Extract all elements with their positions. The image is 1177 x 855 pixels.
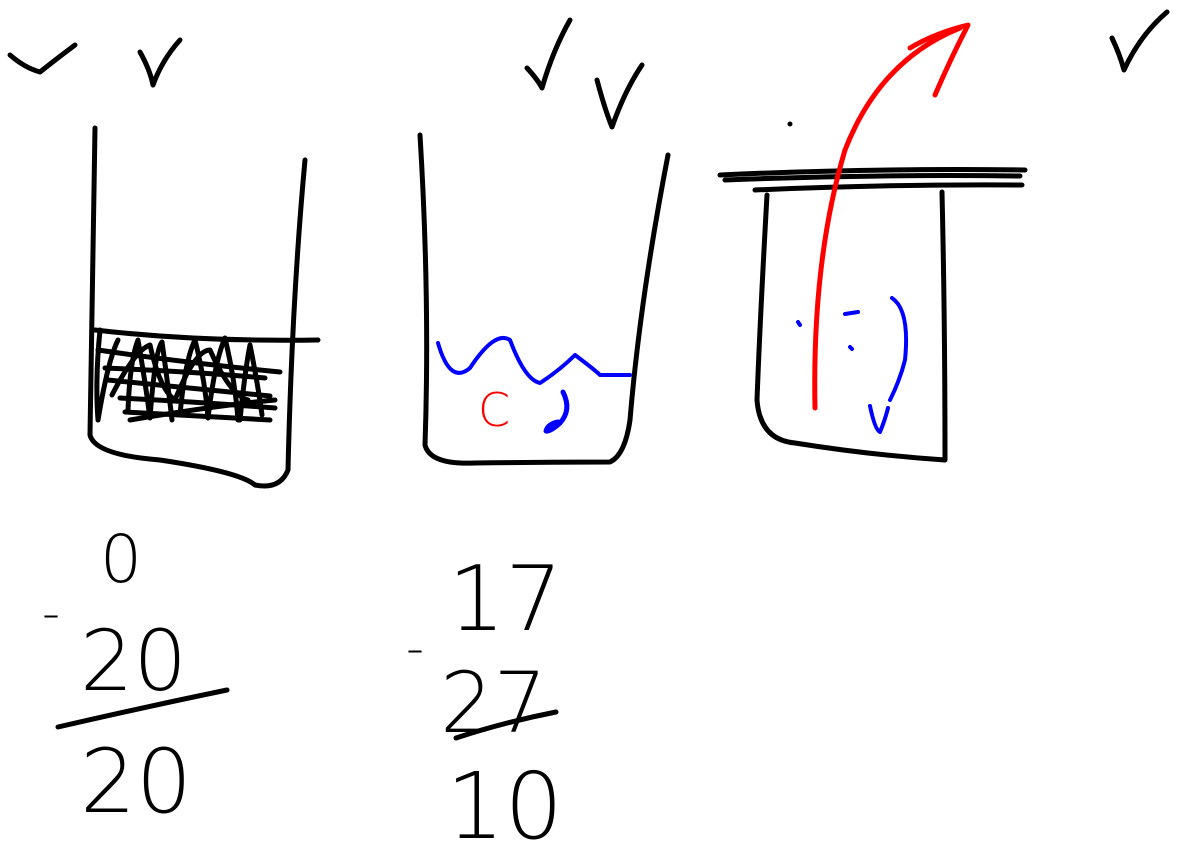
arrow-up-icon-head [907,22,971,98]
beaker-1-scribble [92,327,321,423]
beaker-1-subtracted-value: 20 [80,612,187,710]
beaker-2-label: C [478,383,510,437]
check-icon [137,37,183,88]
check-icon [7,42,78,75]
beaker-3-lid [717,167,1028,178]
check-icon [1109,9,1170,73]
beaker-1-minus-sign: - [42,584,60,642]
beaker-2-result-value: 10 [446,753,563,855]
beaker-2: C [417,132,671,466]
beaker-2-minus-sign: - [406,619,424,677]
check-icon [524,17,573,91]
check-icon [594,62,645,130]
beaker-3-outline [754,189,948,463]
beaker-1-result-value: 20 [80,730,192,833]
beaker-3-lid-line-2 [722,173,1023,183]
beaker-2-outline [417,132,671,466]
beaker-3-dot [787,121,793,127]
beaker-1-top-value: 0 [100,521,142,598]
beaker-3 [717,22,1028,463]
beaker-2-blue-mark [543,389,570,434]
beaker-1 [87,125,321,489]
beaker-1-sum-line [55,687,230,730]
beaker-2-top-value: 17 [448,547,563,652]
beaker-3-particles [796,296,909,434]
arrow-up-icon [812,25,963,411]
beaker-2-sum-line [453,709,559,741]
beaker-2-liquid-surface [436,336,632,385]
beaker-3-lid-line-3 [752,182,1025,193]
beaker-1-outline [87,125,308,489]
